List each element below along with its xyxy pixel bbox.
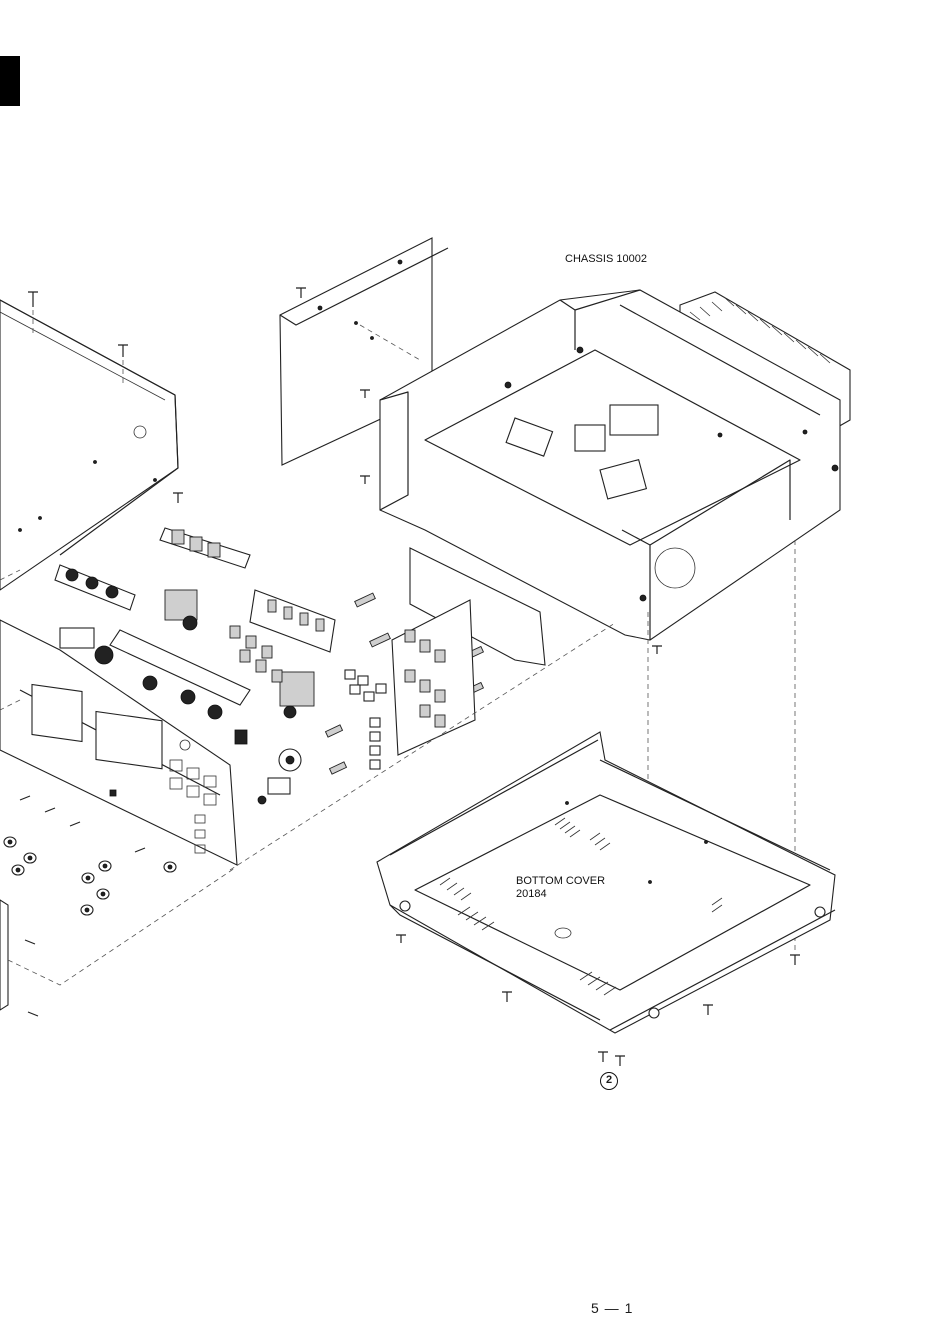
bottom-cover [377,732,835,1033]
top-cover [0,300,178,590]
bottom-cover-label: BOTTOM COVER 20184 [516,875,605,901]
bottom-cover-code: 20184 [516,888,605,901]
bottom-cover-name: BOTTOM COVER [516,875,605,888]
shield-screw [296,288,306,298]
assembly-guide-lower-left [8,868,235,985]
knob-washer-group [4,796,176,1016]
side-panel-fragment [0,900,8,1010]
front-panel [0,620,237,865]
callout-number: 2 [600,1072,618,1090]
page-number: 5 — 1 [591,1300,633,1316]
switch-cap-group [345,670,386,769]
chassis-label: CHASSIS 10002 [565,253,647,266]
